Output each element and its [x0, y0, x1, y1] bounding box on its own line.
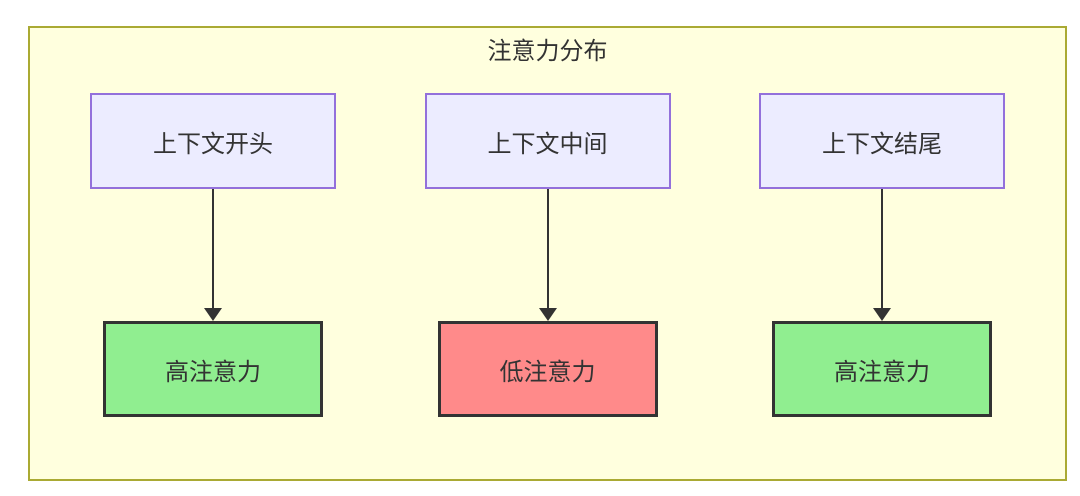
target-node-high-attention-2: 高注意力: [772, 321, 992, 417]
source-node-context-begin: 上下文开头: [90, 93, 336, 189]
arrow-down-icon: [873, 308, 891, 321]
arrow-line: [212, 189, 214, 311]
arrow-connector: [872, 189, 892, 321]
target-node-low-attention: 低注意力: [437, 321, 658, 417]
target-node-label: 高注意力: [165, 358, 261, 386]
source-node-context-end: 上下文结尾: [759, 93, 1005, 189]
source-node-context-middle: 上下文中间: [424, 93, 671, 189]
target-node-high-attention-1: 高注意力: [103, 321, 323, 417]
flow-column-middle: 上下文中间 低注意力: [424, 93, 671, 417]
target-node-label: 低注意力: [499, 358, 596, 386]
target-node-label: 高注意力: [834, 358, 930, 386]
flow-column-begin: 上下文开头 高注意力: [90, 93, 336, 417]
arrow-down-icon: [538, 308, 557, 321]
source-node-label: 上下文中间: [487, 130, 608, 158]
diagram-title: 注意力分布: [487, 38, 608, 65]
arrow-down-icon: [204, 308, 222, 321]
arrow-line: [881, 189, 883, 311]
arrow-connector: [203, 189, 223, 321]
diagram-container: 注意力分布 上下文开头 高注意力 上下文中间: [28, 26, 1067, 481]
source-node-label: 上下文开头: [153, 130, 273, 158]
arrow-line: [546, 189, 549, 311]
flow-columns-row: 上下文开头 高注意力 上下文中间 低注意力: [90, 93, 1005, 417]
arrow-connector: [538, 189, 558, 321]
source-node-label: 上下文结尾: [822, 130, 942, 158]
flow-column-end: 上下文结尾 高注意力: [759, 93, 1005, 417]
